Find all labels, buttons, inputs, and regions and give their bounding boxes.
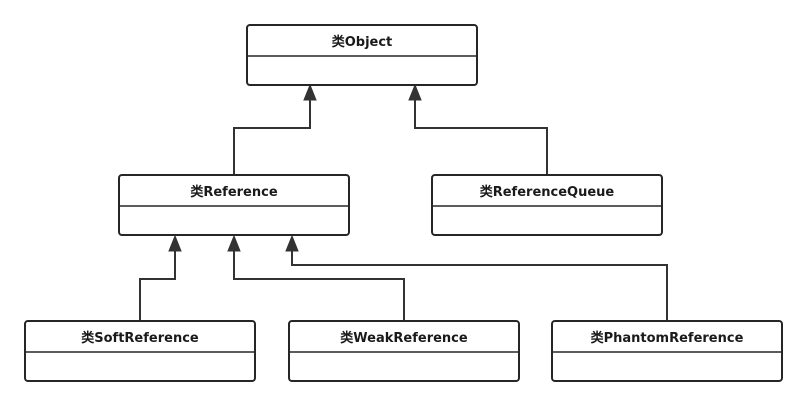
- class-box: [288, 320, 520, 382]
- class-reference[interactable]: 类Reference: [118, 174, 350, 236]
- class-soft-reference[interactable]: 类SoftReference: [24, 320, 256, 382]
- class-name: 类WeakReference: [340, 330, 468, 346]
- arrow-head-reference-soft: [168, 234, 182, 252]
- arrow-head-object-left: [303, 83, 317, 101]
- class-name: 类Reference: [190, 184, 277, 200]
- class-box: [246, 24, 478, 86]
- edge-weakreference-to-reference: [233, 249, 405, 321]
- edge-softreference-to-reference: [139, 249, 176, 321]
- edges: [139, 83, 668, 321]
- class-name: 类SoftReference: [81, 330, 199, 346]
- class-reference-queue[interactable]: 类ReferenceQueue: [431, 174, 663, 236]
- class-name: 类ReferenceQueue: [480, 184, 615, 200]
- edge-phantomreference-to-reference: [291, 249, 668, 321]
- class-box: [431, 174, 663, 236]
- arrow-head-reference-phantom: [285, 234, 299, 252]
- arrow-head-reference-weak: [227, 234, 241, 252]
- class-phantom-reference[interactable]: 类PhantomReference: [551, 320, 783, 382]
- class-name: 类Object: [332, 34, 393, 50]
- class-box: [118, 174, 350, 236]
- class-name: 类PhantomReference: [591, 330, 744, 346]
- class-weak-reference[interactable]: 类WeakReference: [288, 320, 520, 382]
- edge-reference-to-object: [233, 98, 311, 175]
- class-object[interactable]: 类Object: [246, 24, 478, 86]
- class-box: [551, 320, 783, 382]
- edge-referencequeue-to-object: [414, 98, 548, 175]
- arrow-head-object-right: [408, 83, 422, 101]
- class-box: [24, 320, 256, 382]
